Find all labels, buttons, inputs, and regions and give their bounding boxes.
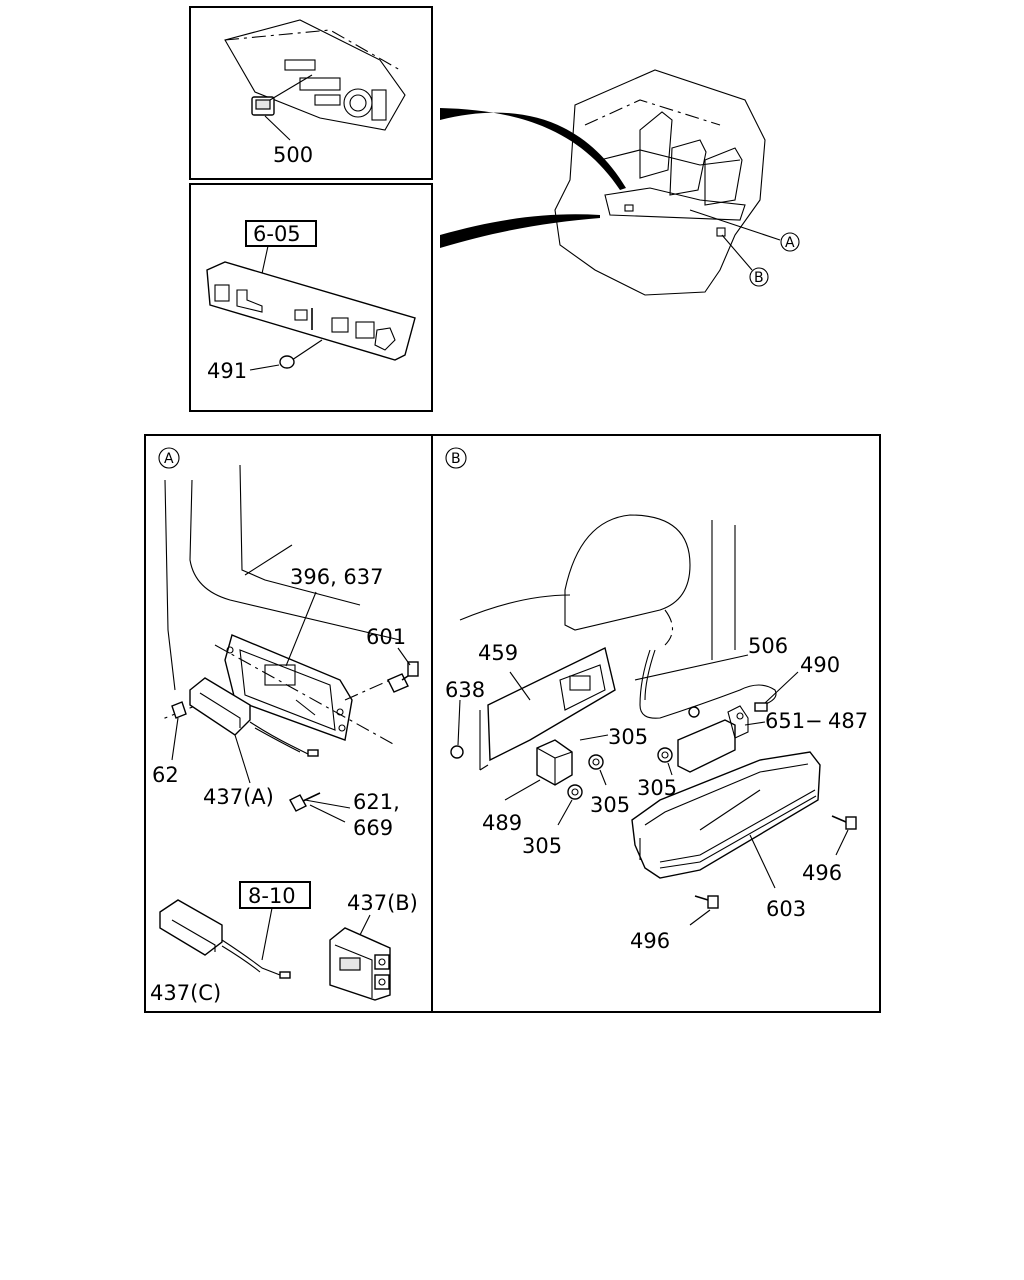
callout-496-right: 496 [802, 861, 842, 885]
callout-496-left: 496 [630, 929, 670, 953]
module-437a-part [189, 677, 251, 736]
leader-wedge-upper [440, 108, 626, 190]
inset-switch-500: 500 [189, 6, 433, 180]
callout-621: 621, [353, 790, 400, 814]
callout-500: 500 [273, 143, 313, 167]
nut-305-right [657, 747, 673, 763]
screw-496-right [845, 816, 857, 830]
screw-496-left [707, 895, 719, 909]
clip-62-part [171, 701, 187, 719]
callout-62: 62 [152, 763, 179, 787]
marker-b-circle [749, 267, 769, 287]
callout-506: 506 [748, 634, 788, 658]
bolt-621-669-part [289, 794, 307, 812]
callout-305-mid: 305 [590, 793, 630, 817]
nut-305-top [588, 754, 604, 770]
callout-487: 487 [828, 709, 868, 733]
bolt-601-part [387, 673, 409, 693]
vehicle-cab: A B [554, 69, 800, 296]
leader-wedge-lower [440, 214, 600, 248]
callout-437b: 437(B) [347, 891, 418, 915]
callout-437c: 437(C) [150, 981, 221, 1005]
dash-separator: − [805, 709, 823, 733]
callout-305-top: 305 [608, 725, 648, 749]
callout-489: 489 [482, 811, 522, 835]
callout-669: 669 [353, 816, 393, 840]
marker-a: A [785, 235, 795, 251]
controller-651-part [677, 719, 736, 773]
callout-651: 651 [765, 709, 805, 733]
washer-638-part [450, 745, 464, 759]
callout-305-low: 305 [522, 834, 562, 858]
callout-8-10: 8-10 [248, 884, 296, 908]
ref-box-6-05 [245, 220, 317, 247]
cover-603-part [631, 751, 821, 879]
panel-a-circle [158, 447, 180, 469]
panel-b-mark: B [451, 451, 461, 467]
module-437c-part [159, 899, 223, 956]
panel-b-circle [445, 447, 467, 469]
callout-491: 491 [207, 359, 247, 383]
panel-6-05-part [206, 261, 416, 361]
bracket-396-637-part [224, 634, 353, 741]
panel-a-mark: A [164, 451, 174, 467]
nut-305-low [567, 784, 583, 800]
callout-603: 603 [766, 897, 806, 921]
ref-box-8-10 [239, 881, 311, 909]
detail-frame [144, 434, 881, 1013]
marker-a-circle [780, 232, 800, 252]
callout-6-05: 6-05 [253, 222, 301, 246]
callout-490: 490 [800, 653, 840, 677]
detail-panel-a: A 396, 637 601 62 [150, 447, 419, 1005]
callout-437a: 437(A) [203, 785, 274, 809]
callout-638: 638 [445, 678, 485, 702]
marker-b: B [754, 270, 764, 286]
inset-panel-6-05: 6-05 491 [189, 183, 433, 412]
grommet-491-part [279, 355, 295, 369]
callout-396-637: 396, 637 [290, 565, 384, 589]
detail-panel-b: B 459 638 506 490 489 [445, 447, 868, 953]
callout-601: 601 [366, 625, 406, 649]
callout-459: 459 [478, 641, 518, 665]
sensor-490-part [754, 702, 768, 712]
